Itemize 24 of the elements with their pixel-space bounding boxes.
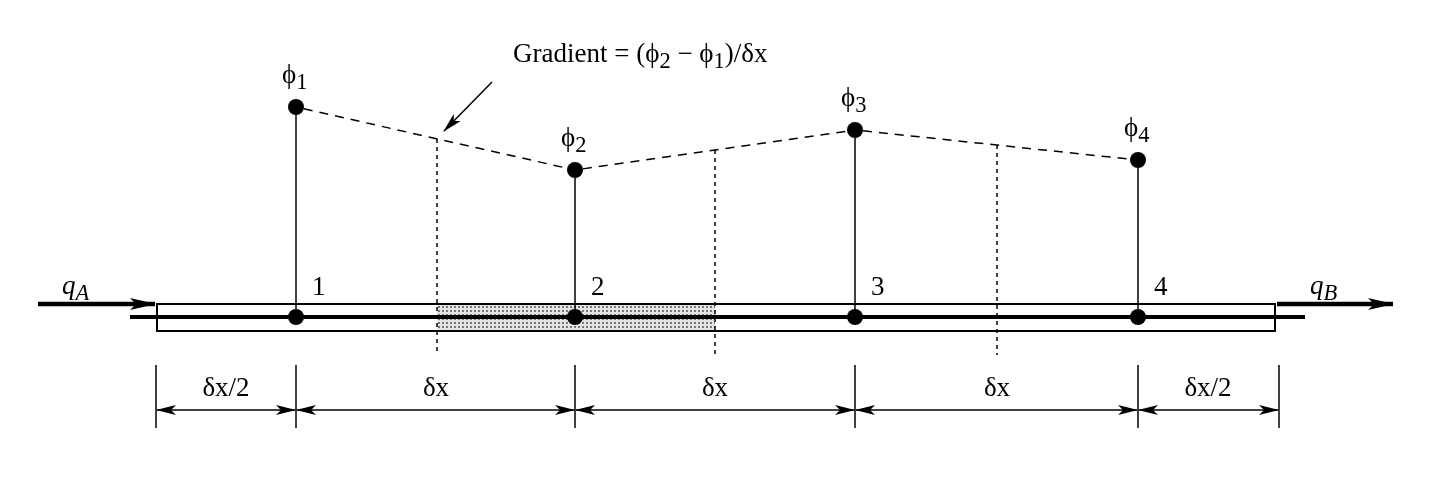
dashed-profile-line [582,130,848,170]
dimension-label: δx [422,372,450,402]
stem-line [1137,167,1139,310]
dimension-label: δx/2 [202,372,250,402]
dimension-label: δx/2 [1184,372,1232,402]
node-label: 1 [312,271,326,301]
flux-arrow [1277,298,1394,310]
flux-label: q$_{A}$ [62,270,90,308]
annotation-text: Gradient = (ϕ$_{2}$ − ϕ$_{1}$)/δx [513,38,768,76]
flux-arrow [38,298,156,310]
dimension-label: δx [983,372,1011,402]
node-label: 2 [591,271,605,301]
node-label: ϕ$_{2}$ [561,122,587,160]
node-label: ϕ$_{1}$ [282,59,308,97]
node-label: 3 [871,271,885,301]
stem-line [854,137,856,310]
flux-label: q$_{B}$ [1310,270,1338,308]
stem-line [295,114,297,310]
node-label: ϕ$_{4}$ [1124,112,1150,150]
node-label: ϕ$_{3}$ [841,82,867,120]
leader-arrow [443,81,493,132]
node-label: 4 [1154,271,1168,301]
dimension-label: δx [701,372,729,402]
stem-line [574,177,576,310]
